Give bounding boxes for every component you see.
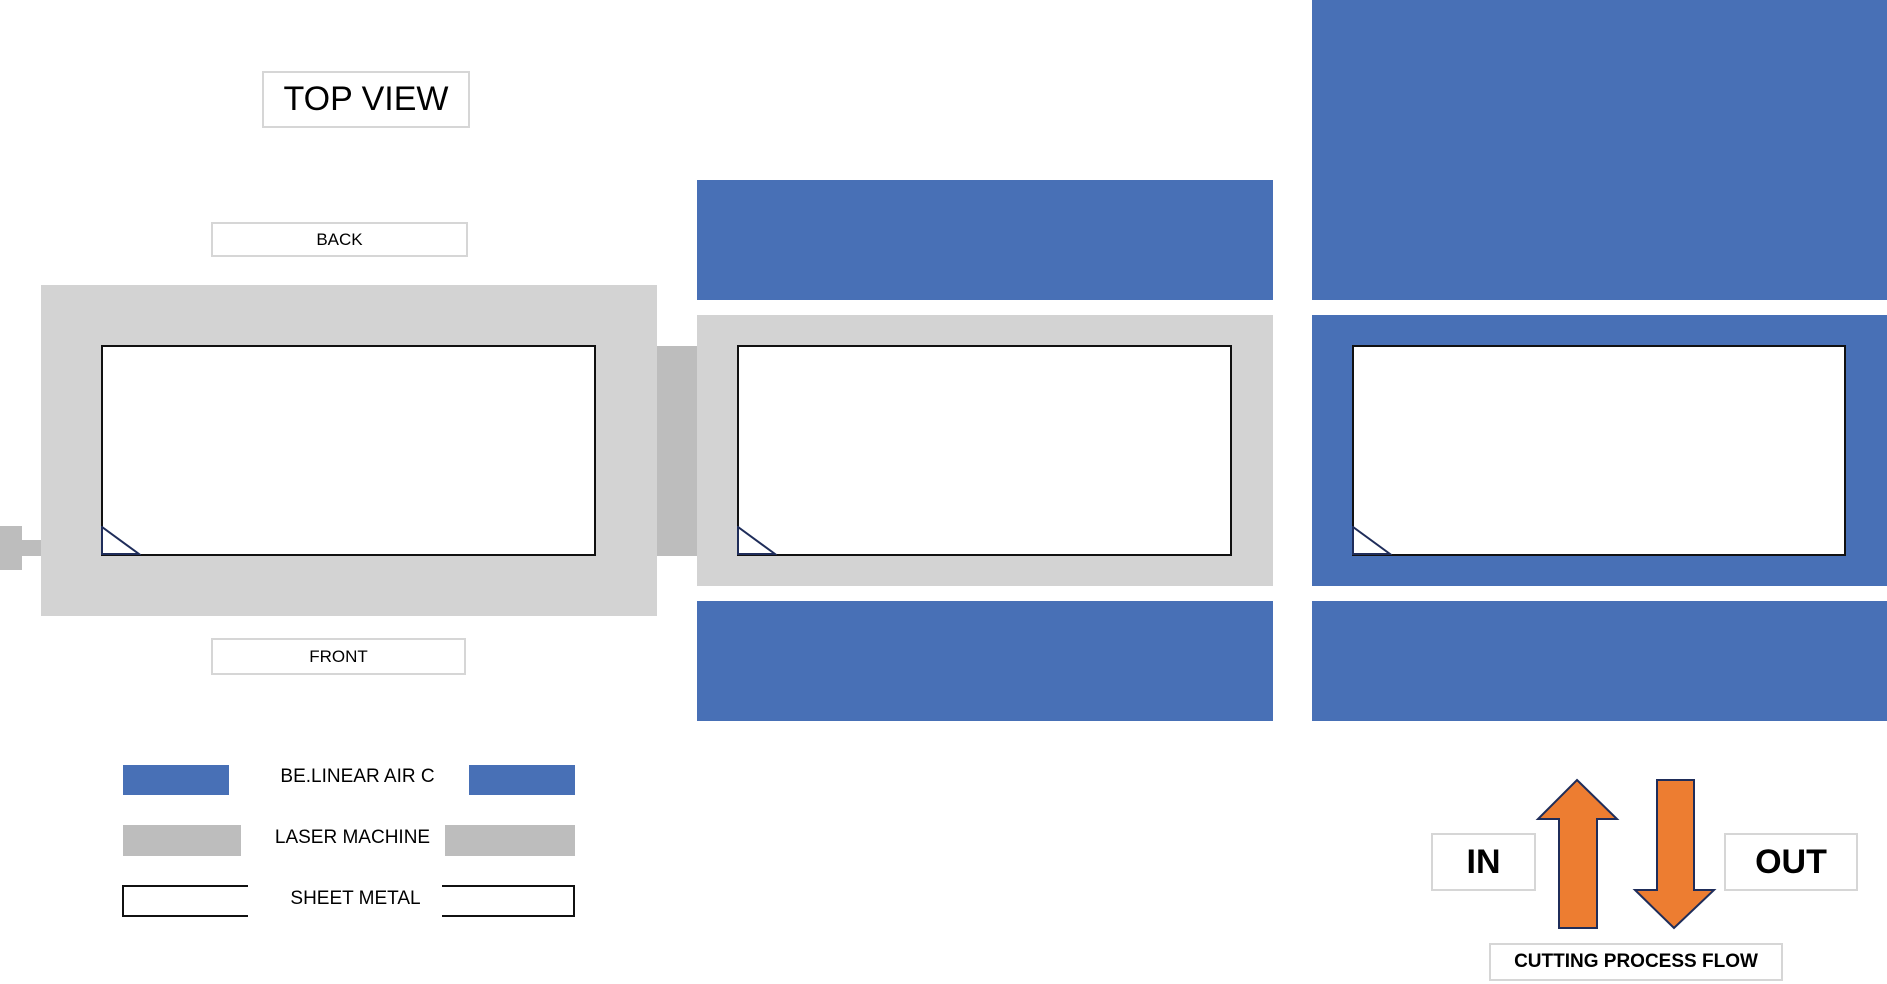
in-label: IN: [1431, 833, 1536, 891]
sheet-metal-3: [1352, 345, 1846, 556]
linear-air-conveyor-bottom-3: [1312, 601, 1887, 721]
machine-handle: [0, 526, 22, 570]
machine-handle-bar: [20, 540, 44, 556]
sheet-metal-1: [101, 345, 596, 556]
legend-label-conveyor: BE.LINEAR AIR C: [280, 766, 435, 787]
back-label: BACK: [211, 222, 468, 257]
linear-air-conveyor-top-3: [1312, 0, 1887, 300]
sheet-metal-2: [737, 345, 1232, 556]
arrow-down-icon: [1632, 779, 1717, 930]
out-label: OUT: [1724, 833, 1858, 891]
legend-swatch-conveyor-right: [469, 765, 575, 795]
legend-swatch-sheet: [122, 885, 248, 917]
title-label: TOP VIEW: [262, 71, 470, 128]
cutting-process-flow-label: CUTTING PROCESS FLOW: [1489, 943, 1783, 981]
machine-connector: [657, 346, 697, 556]
front-label: FRONT: [211, 638, 466, 675]
legend-swatch-machine: [123, 825, 241, 856]
linear-air-conveyor-top-2: [697, 180, 1273, 300]
legend-swatch-sheet-right: [442, 885, 575, 917]
sheet-corner-icon: [1352, 526, 1392, 555]
legend-label-sheet: SHEET METAL: [290, 888, 421, 909]
linear-air-conveyor-bottom-2: [697, 601, 1273, 721]
legend-label-machine: LASER MACHINE: [274, 827, 431, 848]
arrow-up-icon: [1535, 778, 1620, 929]
legend-swatch-machine-right: [445, 825, 575, 856]
sheet-corner-icon: [737, 526, 777, 555]
legend-swatch-conveyor: [123, 765, 229, 795]
sheet-corner-icon: [101, 526, 141, 555]
